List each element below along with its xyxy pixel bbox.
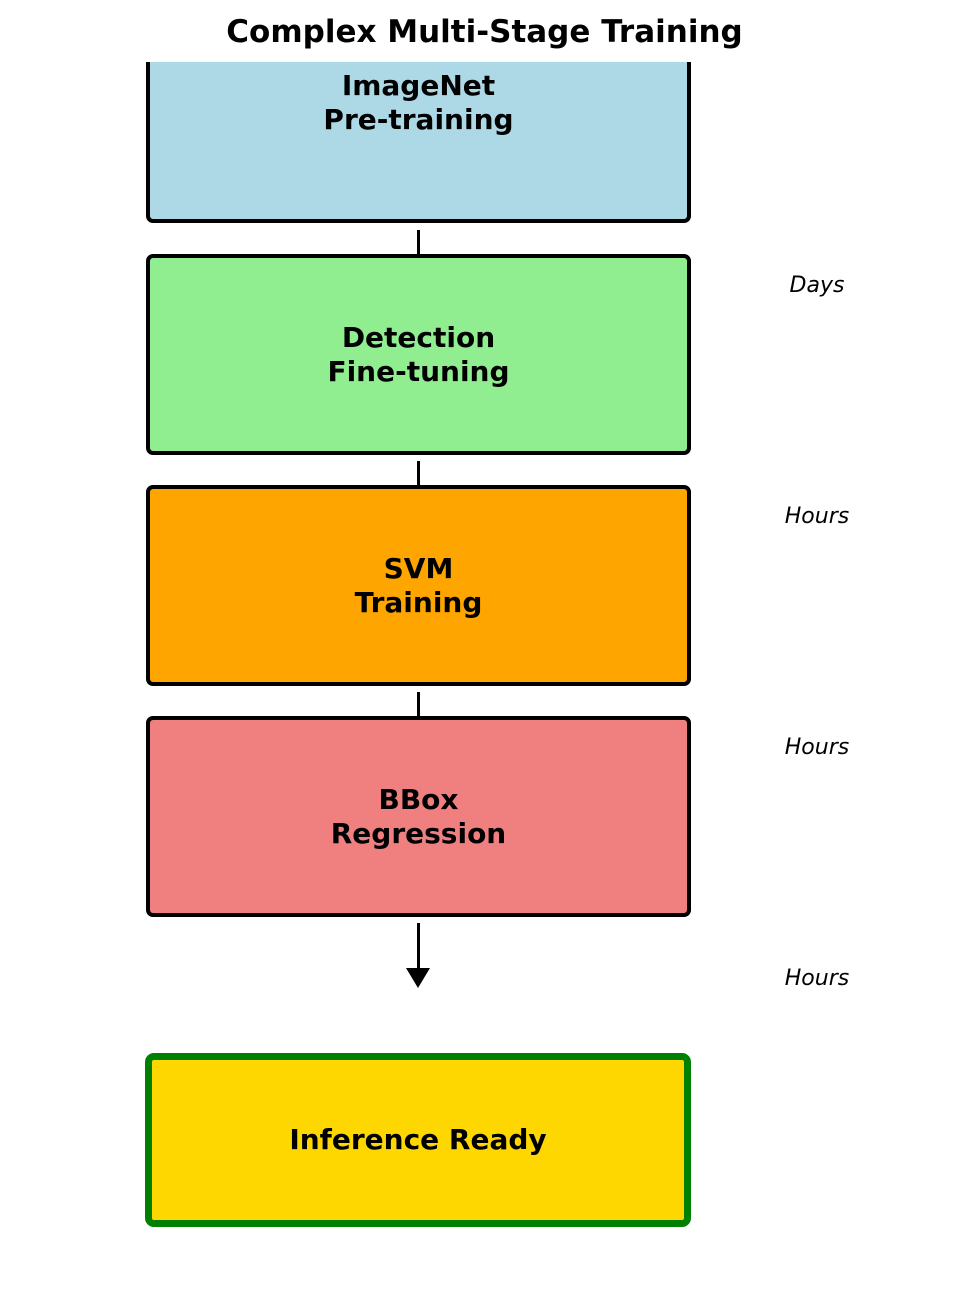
connector-line: [417, 230, 420, 254]
arrow-shaft: [417, 923, 420, 971]
stage-label: BBox Regression: [330, 782, 507, 850]
duration-label: Hours: [784, 735, 850, 760]
arrow-down-icon: [406, 968, 430, 988]
stage-label: Inference Ready: [289, 1123, 547, 1156]
diagram-title: Complex Multi-Stage Training: [226, 14, 743, 50]
stage-label: Detection Fine-tuning: [327, 320, 510, 388]
diagram-canvas: ImageNet Pre-training: [0, 62, 969, 1314]
duration-label: Hours: [784, 504, 850, 529]
duration-label: Hours: [784, 966, 850, 991]
stage-label: ImageNet Pre-training: [323, 68, 514, 136]
stage-label: SVM Training: [354, 551, 483, 619]
connector-line: [417, 461, 420, 485]
duration-label: Days: [789, 273, 845, 298]
connector-line: [417, 692, 420, 716]
stage-inference-ready: Inference Ready: [145, 1053, 691, 1227]
stage-detection-finetuning: Detection Fine-tuning: [146, 254, 691, 455]
stage-imagenet-pretraining: ImageNet Pre-training: [146, 62, 691, 223]
stage-svm-training: SVM Training: [146, 485, 691, 686]
stage-bbox-regression: BBox Regression: [146, 716, 691, 917]
